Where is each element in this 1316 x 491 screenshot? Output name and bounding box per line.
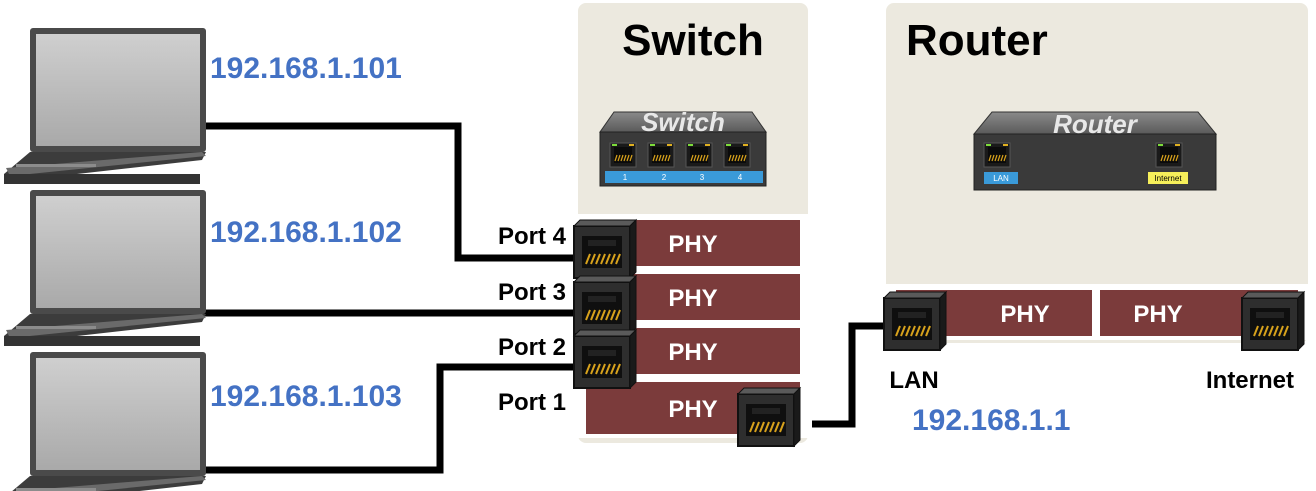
router-device-label: Router	[1053, 109, 1139, 139]
router-device-icon: Router LAN Internet	[972, 109, 1218, 191]
router-phy-label-lan: PHY	[1000, 301, 1049, 328]
ethernet-cables	[196, 122, 886, 474]
port-label-4: Port 4	[498, 223, 567, 250]
router-phy-block: PHY PHY	[886, 284, 1308, 340]
router-device-lan-tag: LAN	[993, 174, 1009, 183]
switch-device-label: Switch	[641, 107, 725, 137]
router-lan-ip: 192.168.1.1	[912, 404, 1070, 437]
port-label-1: Port 1	[498, 389, 566, 416]
laptop-2	[4, 190, 206, 346]
laptop-1	[4, 28, 206, 184]
router-phy-label-internet: PHY	[1133, 301, 1182, 328]
switch-phy-label-2: PHY	[668, 339, 717, 366]
router-lan-label: LAN	[889, 367, 938, 394]
cable-laptop3-port2	[196, 363, 578, 474]
port-label-2: Port 2	[498, 334, 566, 361]
switch-device-port-2: 2	[662, 173, 667, 182]
cable-port1-router-lan	[812, 322, 886, 428]
switch-device-port-3: 3	[700, 173, 705, 182]
switch-port-4-jack	[573, 219, 637, 279]
switch-phy-label-1: PHY	[668, 396, 717, 423]
laptop-3-ip: 192.168.1.103	[210, 380, 402, 413]
switch-phy-label-4: PHY	[668, 231, 717, 258]
router-internet-jack	[1241, 291, 1305, 351]
router-lan-jack	[883, 291, 947, 351]
cable-laptop1-port4	[200, 122, 578, 262]
switch-port-2-jack	[573, 329, 637, 389]
router-title: Router	[906, 16, 1048, 65]
switch-device-icon: Switch 1 2 3 4	[599, 107, 767, 187]
switch-port-1-jack	[737, 387, 801, 447]
switch-port-3-jack	[573, 275, 637, 335]
switch-device-port-1: 1	[623, 173, 628, 182]
switch-phy-label-3: PHY	[668, 285, 717, 312]
laptop-2-ip: 192.168.1.102	[210, 216, 402, 249]
switch-device-port-4: 4	[738, 173, 743, 182]
laptop-1-ip: 192.168.1.101	[210, 52, 402, 85]
router-internet-label: Internet	[1206, 367, 1294, 394]
router-device-internet-tag: Internet	[1154, 174, 1182, 183]
switch-title: Switch	[622, 16, 764, 65]
laptop-3	[4, 352, 206, 491]
port-label-3: Port 3	[498, 279, 566, 306]
